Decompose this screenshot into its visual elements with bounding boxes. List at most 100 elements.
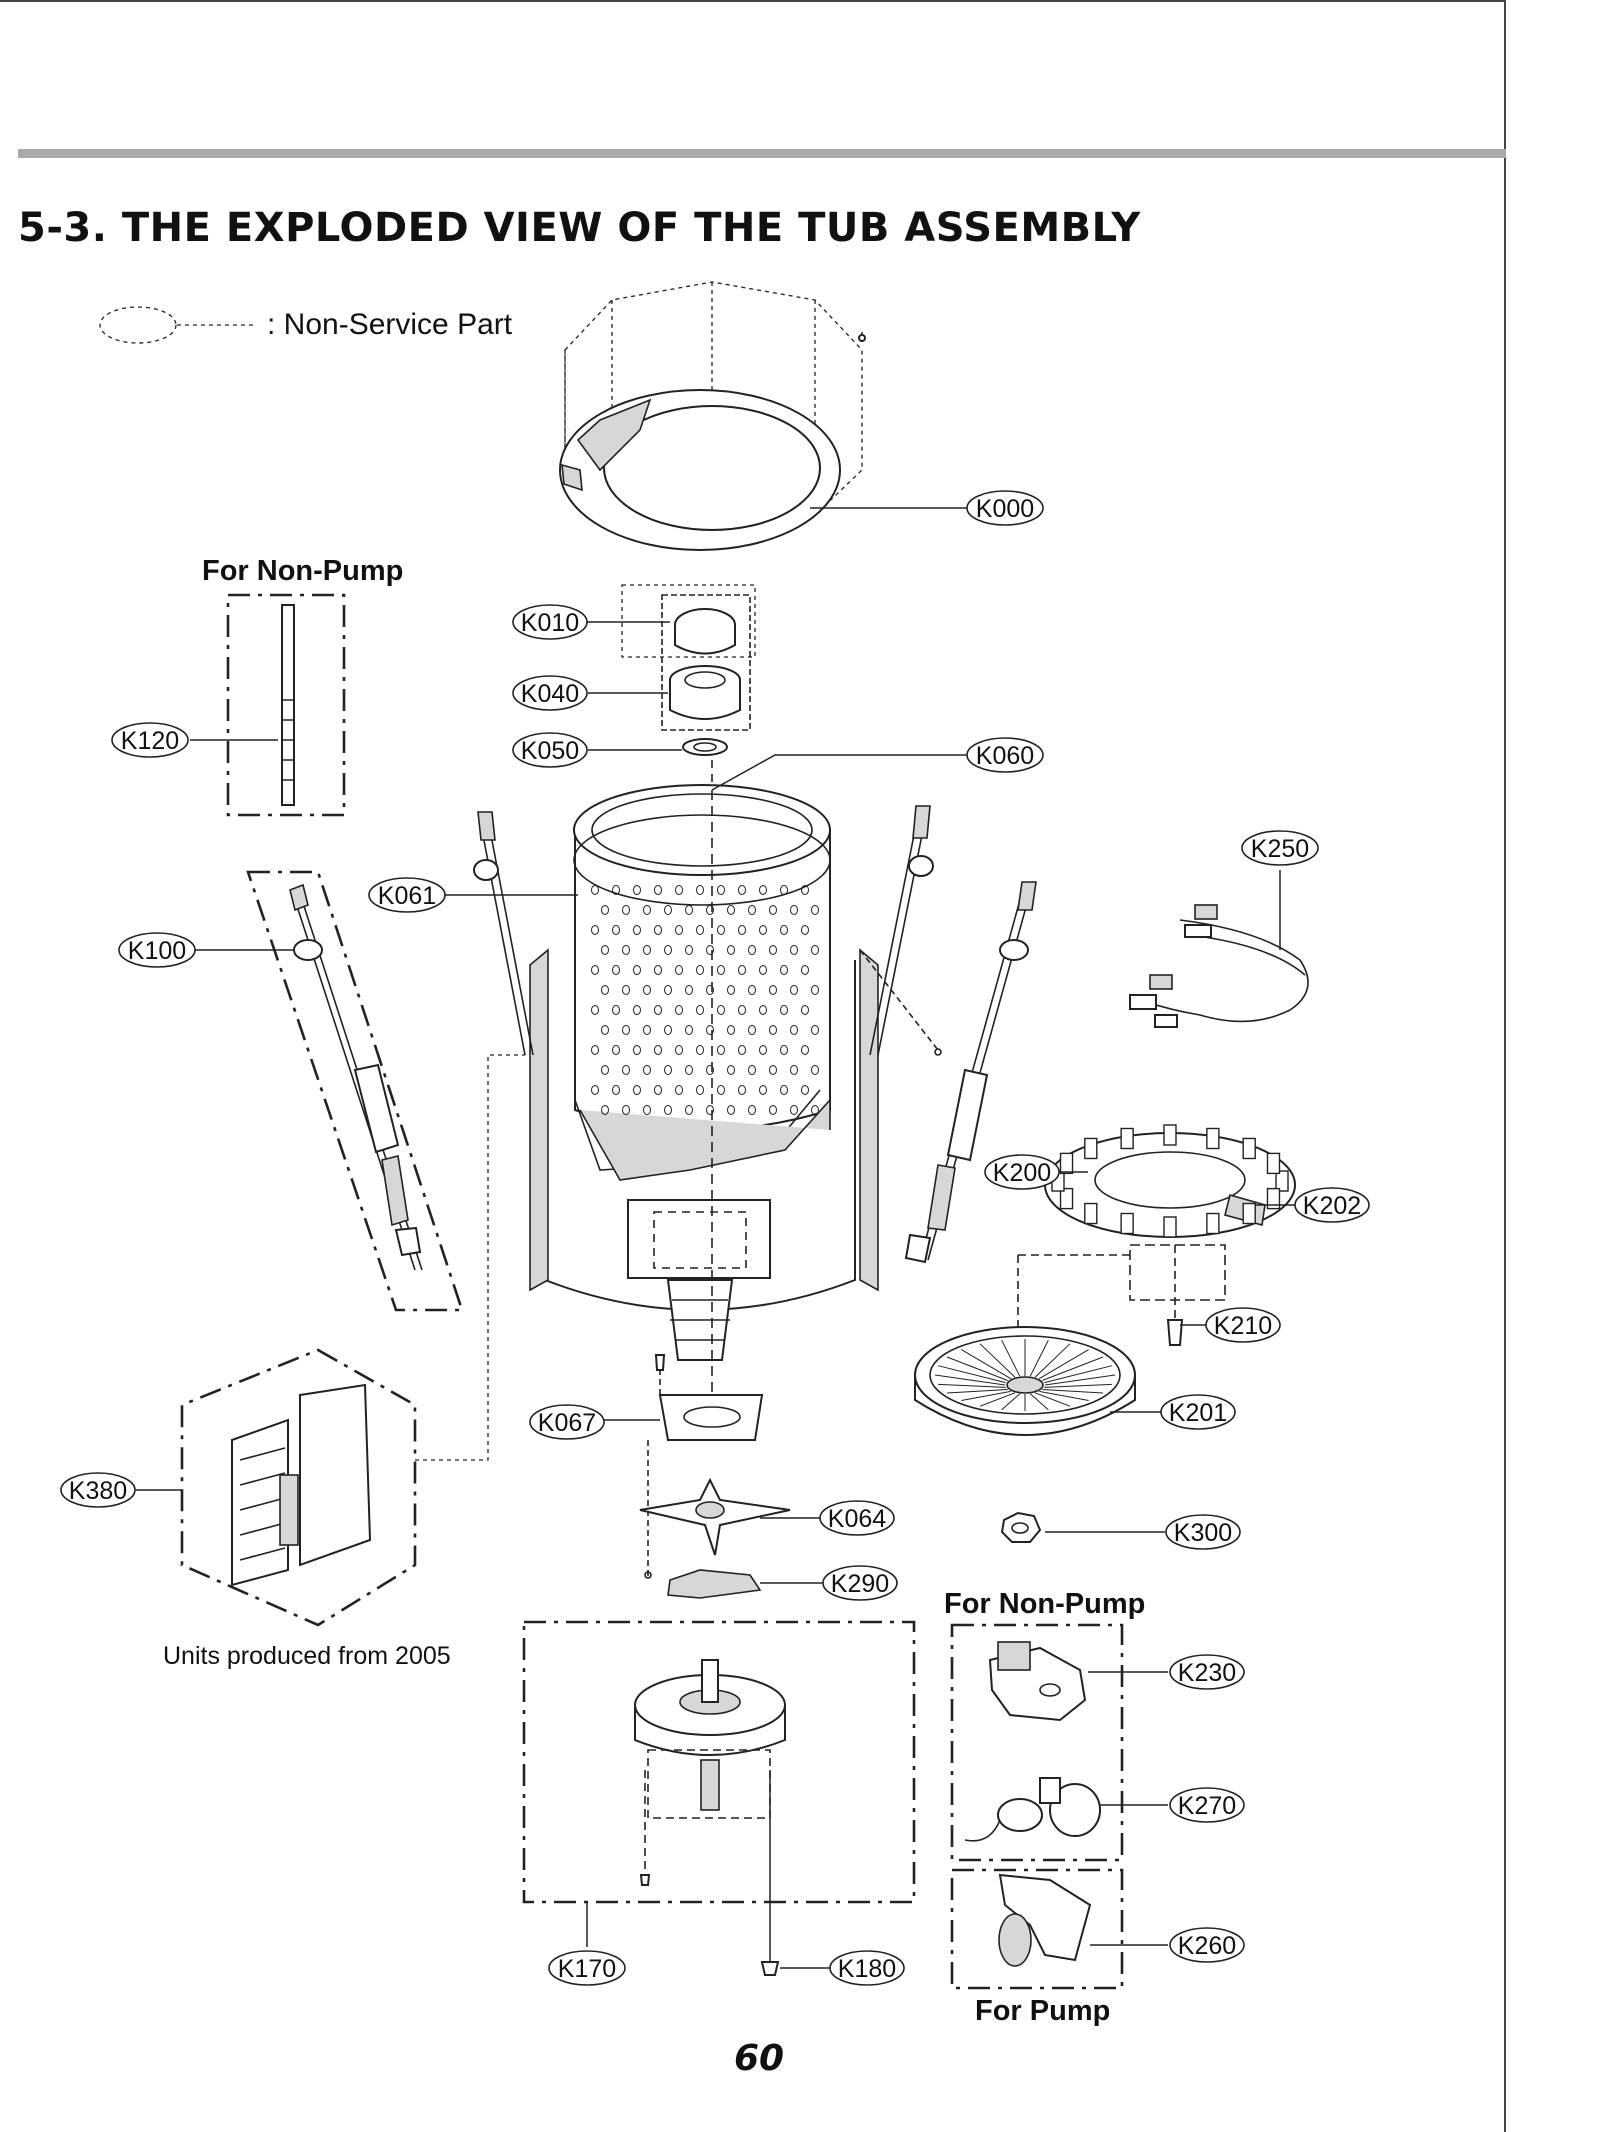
perforation-hole — [780, 1085, 788, 1095]
perforation-hole — [654, 1045, 662, 1055]
perforation-hole — [790, 985, 798, 995]
perforation-hole — [643, 1065, 651, 1075]
suspension-rod-right — [904, 881, 1037, 1264]
stator-tooth — [1242, 1202, 1256, 1225]
perforation-hole — [664, 1105, 672, 1115]
perforation-hole — [622, 1065, 630, 1075]
svg-text:K180: K180 — [838, 1955, 896, 1983]
rotor-spoke — [1044, 1374, 1116, 1386]
perforation-hole — [685, 945, 693, 955]
rotor-spoke — [1029, 1340, 1049, 1377]
perforation-hole — [738, 885, 746, 895]
heading-pump: For Pump — [975, 1995, 1110, 2027]
label-k290: K290 — [822, 1565, 898, 1601]
perforation-hole — [664, 945, 672, 955]
perforation-hole — [633, 1045, 641, 1055]
label-k120: K120 — [111, 722, 189, 758]
perforation-hole — [675, 1045, 683, 1055]
stator-tooth — [1163, 1124, 1177, 1146]
perforation-hole — [780, 885, 788, 895]
svg-text:K300: K300 — [1174, 1519, 1232, 1547]
rotor-spoke — [1034, 1343, 1071, 1378]
perforation-hole — [696, 1005, 704, 1015]
rotor-spoke — [946, 1356, 1008, 1381]
drain-valve-part — [964, 1777, 1101, 1842]
perforation-hole — [696, 1085, 704, 1095]
perforation-hole — [706, 1065, 714, 1075]
svg-text:K290: K290 — [831, 1570, 889, 1598]
svg-text:K201: K201 — [1169, 1399, 1227, 1427]
label-k210: K210 — [1205, 1307, 1281, 1343]
perforation-hole — [727, 1065, 735, 1075]
label-k202: K202 — [1294, 1187, 1370, 1223]
svg-text:K050: K050 — [521, 737, 579, 765]
perforation-hole — [811, 945, 819, 955]
suspension-rods — [473, 805, 942, 1056]
perforation-hole — [643, 945, 651, 955]
page-title: 5-3. THE EXPLODED VIEW OF THE TUB ASSEMB… — [18, 205, 1141, 251]
perforation-hole — [811, 905, 819, 915]
perforation-hole — [675, 1085, 683, 1095]
label-k180: K180 — [829, 1950, 905, 1986]
perforation-hole — [612, 1005, 620, 1015]
perforation-hole — [664, 905, 672, 915]
perforation-hole — [759, 1085, 767, 1095]
perforation-hole — [612, 1085, 620, 1095]
perforation-hole — [601, 1025, 609, 1035]
perforation-hole — [591, 1045, 599, 1055]
svg-text:K260: K260 — [1178, 1932, 1236, 1960]
stator-tooth — [1084, 1137, 1098, 1160]
svg-text:K170: K170 — [558, 1955, 616, 1983]
stator-tooth — [1163, 1216, 1177, 1238]
svg-text:K064: K064 — [828, 1505, 886, 1533]
nut-part — [1000, 1511, 1042, 1543]
page-top-border — [0, 0, 1506, 2]
perforation-hole — [759, 885, 767, 895]
perforation-hole — [780, 965, 788, 975]
perforation-hole — [801, 1085, 809, 1095]
perforation-hole — [706, 945, 714, 955]
perforation-hole — [685, 1105, 693, 1115]
label-k100: K100 — [118, 932, 196, 968]
rotor-spoke — [1029, 1393, 1049, 1411]
perforation-hole — [654, 965, 662, 975]
rotor-spoke — [1038, 1349, 1089, 1380]
perforation-hole — [769, 1025, 777, 1035]
perforation-hole — [591, 925, 599, 935]
svg-text:K067: K067 — [538, 1409, 596, 1437]
label-k000: K000 — [966, 490, 1044, 526]
perforation-hole — [664, 985, 672, 995]
stator-tooth — [1084, 1202, 1098, 1225]
perforation-hole — [622, 985, 630, 995]
drain-motor-part — [988, 1641, 1087, 1722]
label-k260: K260 — [1169, 1927, 1245, 1963]
perforation-hole — [727, 1025, 735, 1035]
svg-text:K200: K200 — [993, 1159, 1051, 1187]
perforation-hole — [717, 965, 725, 975]
perforation-hole — [612, 885, 620, 895]
stator-tooth — [1266, 1152, 1281, 1175]
perforation-hole — [769, 1065, 777, 1075]
flange-part — [639, 1477, 791, 1556]
perforation-hole — [675, 965, 683, 975]
stator-tooth — [1206, 1212, 1220, 1235]
perforation-hole — [622, 905, 630, 915]
rotor-spoke — [947, 1389, 1008, 1394]
perforation-hole — [811, 1025, 819, 1035]
perforation-hole — [738, 1085, 746, 1095]
rotor-spoke — [961, 1390, 1011, 1401]
perforation-hole — [643, 905, 651, 915]
perforation-hole — [738, 925, 746, 935]
perforation-hole — [748, 1105, 756, 1115]
perforation-hole — [706, 1105, 714, 1115]
svg-text:K120: K120 — [121, 727, 179, 755]
perforation-hole — [769, 985, 777, 995]
label-k270: K270 — [1169, 1787, 1245, 1823]
svg-text:K210: K210 — [1214, 1312, 1272, 1340]
perforation-hole — [811, 985, 819, 995]
perforation-hole — [748, 945, 756, 955]
perforation-hole — [790, 905, 798, 915]
perforation-hole — [801, 1005, 809, 1015]
rotor-spoke — [979, 1343, 1016, 1378]
